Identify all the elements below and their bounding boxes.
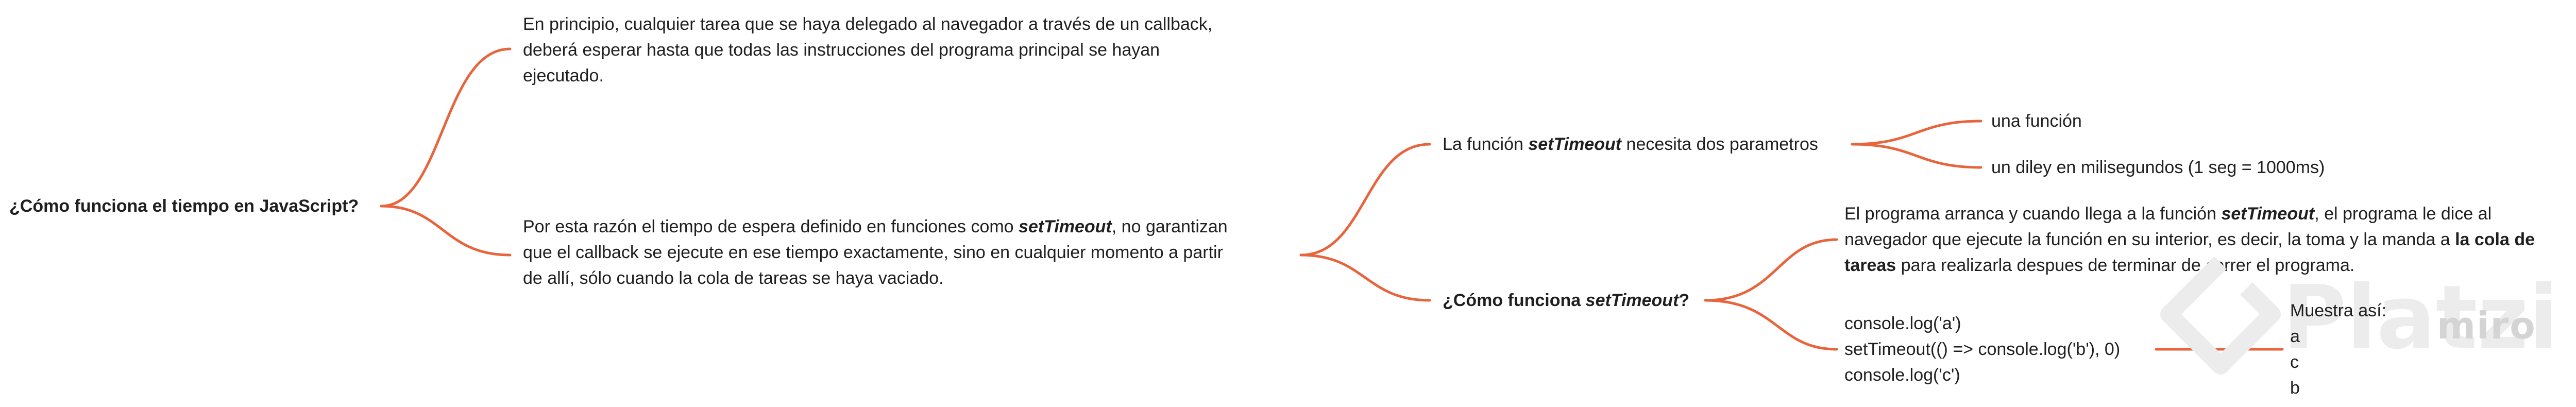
params-node-tail: necesita dos parametros (1621, 134, 1818, 154)
platzi-watermark-logo: Platzi (2160, 256, 2558, 375)
output-title: Muestra así: (2290, 301, 2387, 320)
output-line-3: b (2290, 378, 2300, 398)
principle-line-2: deberá esperar hasta que todas las instr… (523, 40, 1160, 60)
timing-line-3: de allí, sólo cuando la cola de tareas s… (523, 268, 944, 288)
principle-note[interactable]: En principio, cualquier tarea que se hay… (523, 11, 1212, 89)
timing-line-2: que el callback se ejecute en ese tiempo… (523, 243, 1223, 262)
connector-root-to-principle (380, 47, 512, 208)
connector-how-to-code (1704, 299, 1838, 351)
explanation-line-1-text: El programa arranca y cuando llega a la … (1844, 204, 2222, 224)
explanation-note[interactable]: El programa arranca y cuando llega a la … (1844, 201, 2535, 278)
connector-how-to-explanation (1704, 238, 1838, 302)
timing-line-1-text: Por esta razón el tiempo de espera defin… (523, 217, 1019, 236)
timing-note[interactable]: Por esta razón el tiempo de espera defin… (523, 214, 1228, 291)
output-line-2: c (2290, 352, 2299, 372)
output-line-1: a (2290, 327, 2300, 346)
how-node-text: ¿Cómo funciona (1443, 291, 1586, 310)
explanation-line-3-keyword: tareas (1844, 256, 1896, 275)
platzi-logo-mark (2160, 256, 2281, 375)
params-node[interactable]: La función setTimeout necesita dos param… (1443, 131, 1818, 157)
param-delay-node[interactable]: un diley en milisegundos (1 seg = 1000ms… (1991, 158, 2325, 177)
root-topic[interactable]: ¿Cómo funciona el tiempo en JavaScript? (9, 196, 359, 216)
params-node-text: La función (1443, 134, 1529, 154)
code-line-1: console.log('a') (1844, 314, 1961, 333)
how-node[interactable]: ¿Cómo funciona setTimeout? (1443, 287, 1689, 313)
miro-watermark-text: miro (2437, 304, 2536, 347)
output-node[interactable]: Muestra así: a c b (2290, 298, 2386, 401)
explanation-line-3: tareas para realizarla despues de termin… (1844, 252, 2535, 278)
explanation-line-1: El programa arranca y cuando llega a la … (1844, 201, 2535, 227)
explanation-line-1-tail: , el programa le dice al (2314, 204, 2492, 224)
principle-line-1: En principio, cualquier tarea que se hay… (523, 14, 1213, 34)
param-function-node[interactable]: una función (1991, 111, 2082, 131)
principle-line-3: ejecutado. (523, 66, 604, 86)
explanation-line-1-keyword: setTimeout (2221, 204, 2315, 224)
connector-timing-to-how (1299, 253, 1431, 302)
connector-root-to-timing (380, 205, 512, 257)
connector-params-to-delay (1851, 143, 1982, 169)
params-node-keyword: setTimeout (1528, 134, 1622, 154)
explanation-line-3-tail: para realizarla despues de terminar de c… (1896, 256, 2355, 275)
timing-line-1-keyword: setTimeout (1019, 217, 1112, 236)
connector-timing-to-params (1299, 143, 1431, 257)
explanation-line-2-keyword: la cola de (2455, 230, 2535, 249)
how-node-tail: ? (1679, 291, 1690, 310)
how-node-keyword: setTimeout (1585, 291, 1679, 310)
explanation-line-2-text: navegador que ejecute la función en su i… (1844, 230, 2455, 249)
code-line-2: setTimeout(() => console.log('b'), 0) (1844, 340, 2121, 359)
platzi-watermark-text: Platzi (2282, 267, 2558, 369)
timing-line-1: Por esta razón el tiempo de espera defin… (523, 214, 1228, 240)
code-line-3: console.log('c') (1844, 365, 1960, 385)
connector-params-to-function (1851, 120, 1982, 146)
code-snippet-node[interactable]: console.log('a') setTimeout(() => consol… (1844, 311, 2120, 388)
timing-line-1-tail: , no garantizan (1111, 217, 1228, 236)
explanation-line-2: navegador que ejecute la función en su i… (1844, 227, 2535, 252)
